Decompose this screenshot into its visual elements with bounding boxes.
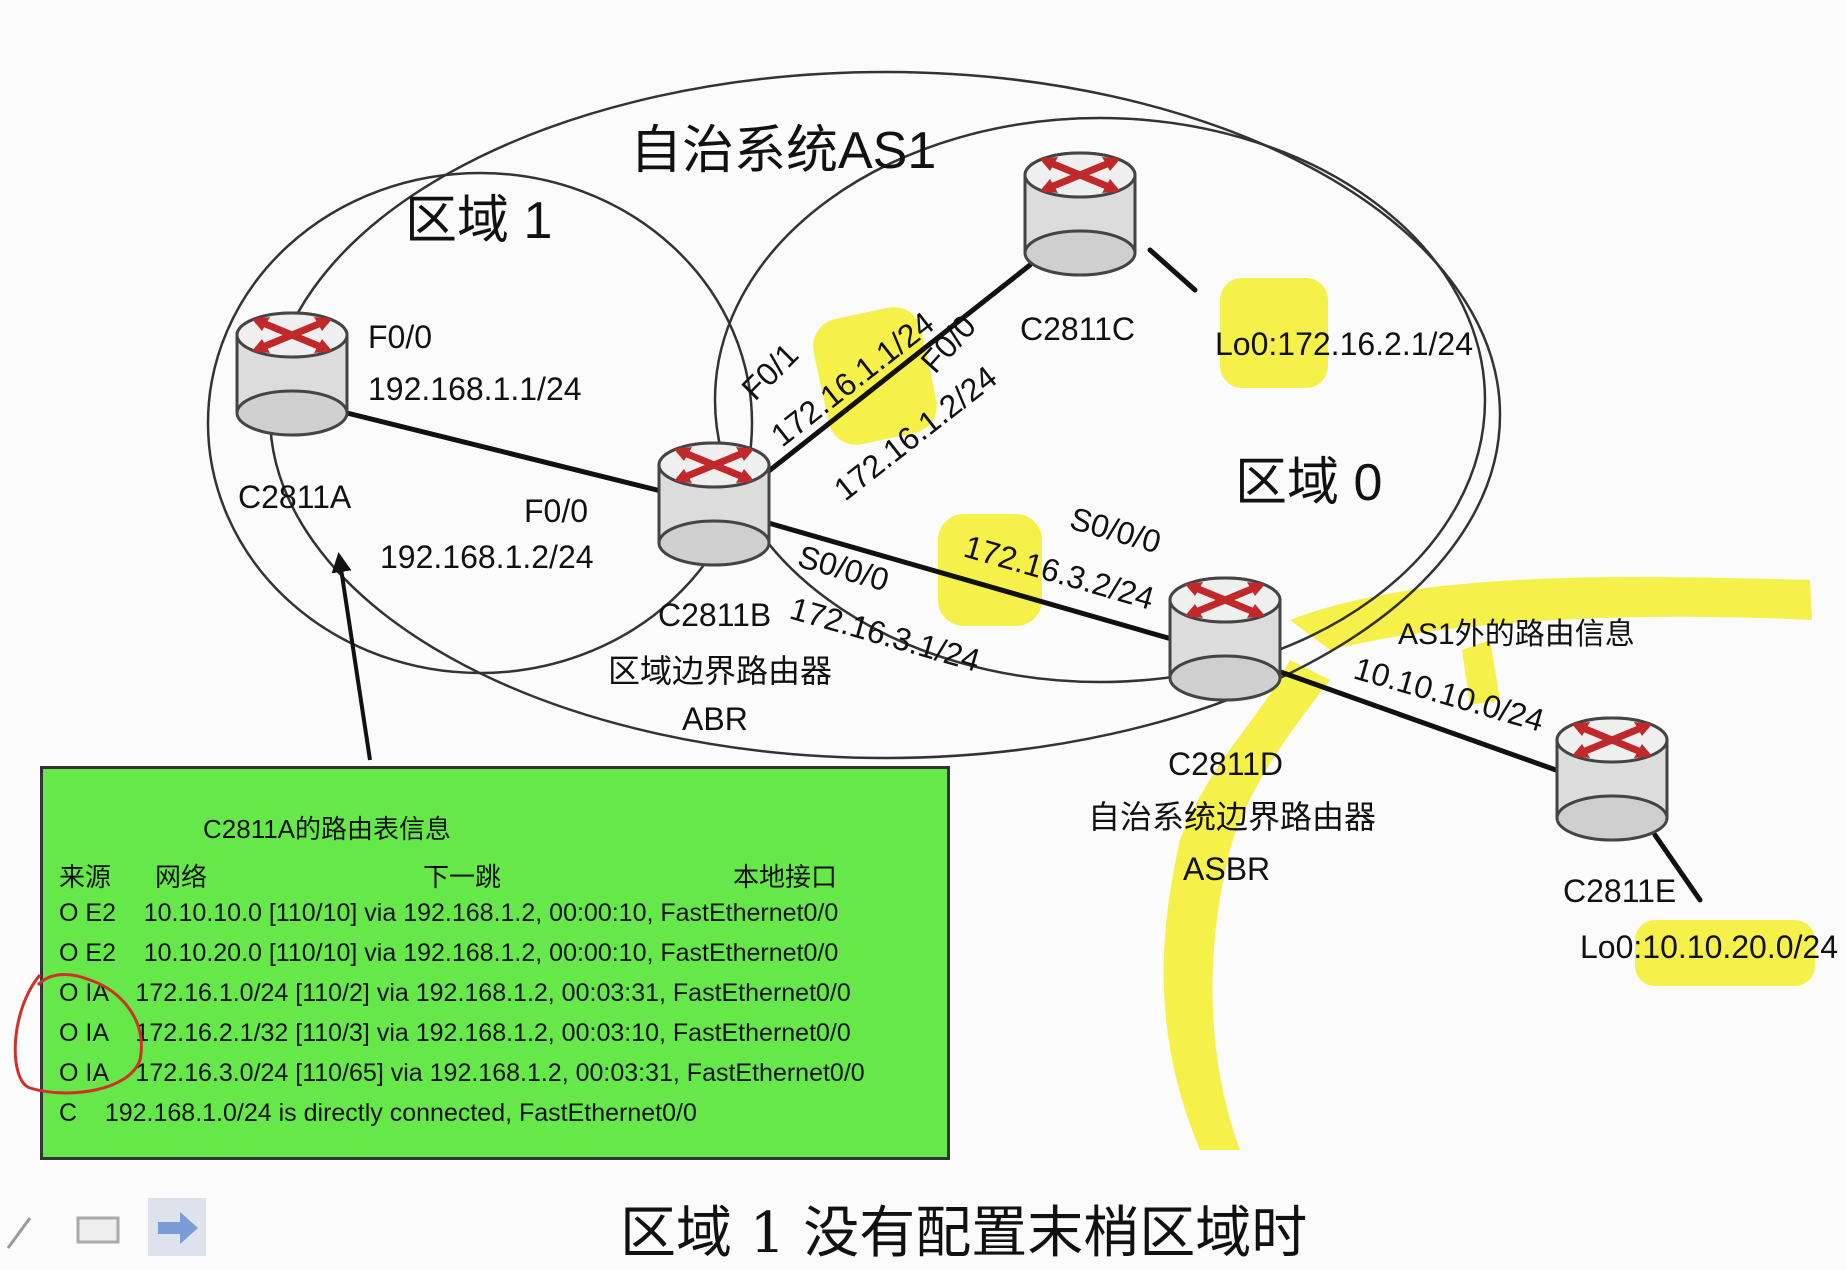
iface-a-ip: 192.168.1.1/24 bbox=[368, 371, 582, 407]
link-d-e bbox=[1272, 667, 1573, 778]
ext-info-label: AS1外的路由信息 bbox=[1398, 618, 1635, 651]
router-icon-c bbox=[1025, 153, 1135, 275]
router-b-role: ABR bbox=[682, 701, 748, 737]
iface-c-lo0: Lo0:172.16.2.1/24 bbox=[1215, 326, 1473, 362]
router-d-role: ASBR bbox=[1183, 851, 1270, 887]
routing-table-box: C2811A的路由表信息 来源 网络 下一跳 本地接口 O E2 10.10.1… bbox=[40, 766, 950, 1160]
route-row: C 192.168.1.0/24 is directly connected, … bbox=[59, 1099, 697, 1127]
link-e-lo0 bbox=[1652, 832, 1703, 903]
area1-boundary bbox=[206, 171, 754, 675]
router-b-desc: 区域边界路由器 bbox=[608, 653, 832, 689]
iface-e-lo0: Lo0:10.10.20.0/24 bbox=[1580, 929, 1838, 965]
pointer-arrow bbox=[331, 552, 372, 761]
router-icon-a bbox=[237, 313, 347, 435]
area0-boundary bbox=[713, 116, 1487, 684]
as-label: 自治系统AS1 bbox=[630, 122, 936, 180]
router-c-name: C2811C bbox=[1020, 311, 1135, 347]
router-icon-d bbox=[1170, 578, 1280, 700]
next-arrow-icon[interactable] bbox=[148, 1198, 206, 1256]
iface-b-f00-ip: 192.168.1.2/24 bbox=[380, 539, 594, 575]
router-icon-e bbox=[1557, 718, 1667, 840]
eraser-icon[interactable] bbox=[70, 1198, 128, 1256]
routing-table-title: C2811A的路由表信息 bbox=[203, 814, 452, 844]
router-d-name: C2811D bbox=[1168, 746, 1283, 782]
links bbox=[332, 247, 1703, 903]
route-row: O E2 10.10.20.0 [110/10] via 192.168.1.2… bbox=[59, 939, 839, 967]
header-local-interface: 本地接口 bbox=[733, 862, 838, 892]
highlight-marks bbox=[813, 278, 1815, 1150]
router-b-name: C2811B bbox=[658, 597, 771, 633]
link-a-b bbox=[332, 407, 668, 495]
link-b-c bbox=[757, 262, 1033, 481]
header-source: 来源 bbox=[59, 862, 112, 892]
presentation-toolbar bbox=[0, 1190, 240, 1260]
iface-a-f00: F0/0 bbox=[368, 319, 432, 355]
area1-label: 区域 1 bbox=[405, 192, 552, 250]
router-d-desc: 自治系统边界路由器 bbox=[1088, 799, 1376, 835]
route-row: O IA 172.16.1.0/24 [110/2] via 192.168.1… bbox=[59, 979, 851, 1007]
router-e-name: C2811E bbox=[1563, 873, 1676, 909]
iface-d-s000: S0/0/0 bbox=[1066, 500, 1165, 560]
router-a-name: C2811A bbox=[238, 479, 352, 515]
route-row: O IA 172.16.3.0/24 [110/65] via 192.168.… bbox=[59, 1059, 865, 1087]
iface-b-f01: F0/1 bbox=[734, 336, 805, 407]
link-b-d bbox=[762, 519, 1178, 643]
link-c-lo0 bbox=[1147, 247, 1198, 293]
route-row: O IA 172.16.2.1/32 [110/3] via 192.168.1… bbox=[59, 1019, 851, 1047]
header-next-hop: 下一跳 bbox=[423, 862, 502, 892]
ext-net-label: 10.10.10.0/24 bbox=[1350, 650, 1548, 739]
area0-label: 区域 0 bbox=[1235, 454, 1382, 512]
iface-b-f00: F0/0 bbox=[524, 493, 588, 529]
router-icon-b bbox=[659, 443, 769, 565]
caption: 区域 1 没有配置末梢区域时 bbox=[620, 1201, 1307, 1266]
header-network: 网络 bbox=[155, 862, 208, 892]
pen-icon[interactable] bbox=[0, 1198, 58, 1256]
route-row: O E2 10.10.10.0 [110/10] via 192.168.1.2… bbox=[59, 899, 839, 927]
